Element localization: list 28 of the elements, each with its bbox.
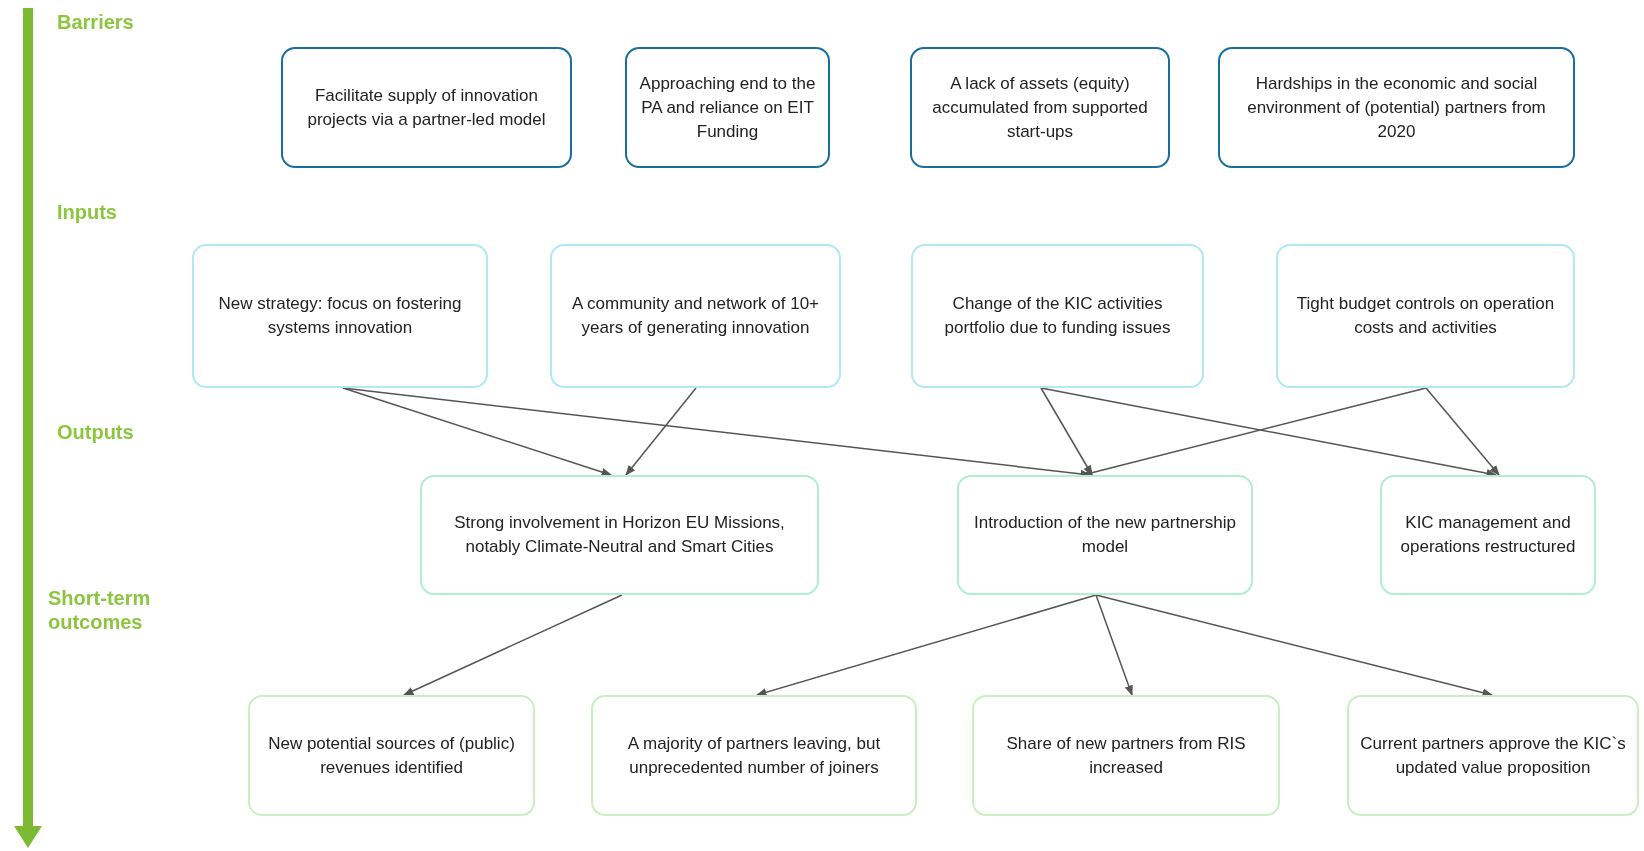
barrier-box: Hardships in the economic and social environment of (potential) partners from 2020 bbox=[1218, 47, 1575, 168]
arrow bbox=[1425, 387, 1500, 476]
stage-label: Outputs bbox=[57, 420, 135, 444]
output-box: Introduction of the new partnership model bbox=[957, 475, 1253, 595]
outcome-box: New potential sources of (public) revenues identified bbox=[248, 695, 535, 816]
arrow bbox=[625, 387, 697, 476]
input-box: New strategy: focus on fostering systems innovation bbox=[192, 244, 488, 388]
outcome-box: Share of new partners from RIS increased bbox=[972, 695, 1280, 816]
input-box: Tight budget controls on operation costs and activities bbox=[1276, 244, 1575, 388]
barrier-box: Approaching end to the PA and reliance on EIT Funding bbox=[625, 47, 830, 168]
input-box: Change of the KIC activities portfolio due to funding issues bbox=[911, 244, 1204, 388]
barrier-box: Facilitate supply of innovation projects via a partner-led model bbox=[281, 47, 572, 168]
arrow bbox=[1040, 387, 1498, 478]
stage-label: Short-term outcomes bbox=[48, 586, 152, 634]
output-box: Strong involvement in Horizon EU Missions, notably Climate-Neutral and Smart Cities bbox=[420, 475, 819, 595]
arrow bbox=[342, 387, 612, 477]
outcome-box: A majority of partners leaving, but unprecedented number of joiners bbox=[591, 695, 917, 816]
stage-label: Barriers bbox=[57, 10, 135, 34]
arrow bbox=[403, 594, 623, 696]
stage-label: Inputs bbox=[57, 200, 118, 224]
outcome-box: Current partners approve the KIC`s updated value proposition bbox=[1347, 695, 1639, 816]
barrier-box: A lack of assets (equity) accumulated from supported start-ups bbox=[910, 47, 1170, 168]
input-box: A community and network of 10+ years of generating innovation bbox=[550, 244, 841, 388]
arrow bbox=[756, 594, 1097, 697]
output-box: KIC management and operations restructured bbox=[1380, 475, 1596, 595]
arrow bbox=[1095, 594, 1133, 696]
arrow bbox=[1082, 387, 1427, 477]
arrow bbox=[1095, 594, 1493, 697]
